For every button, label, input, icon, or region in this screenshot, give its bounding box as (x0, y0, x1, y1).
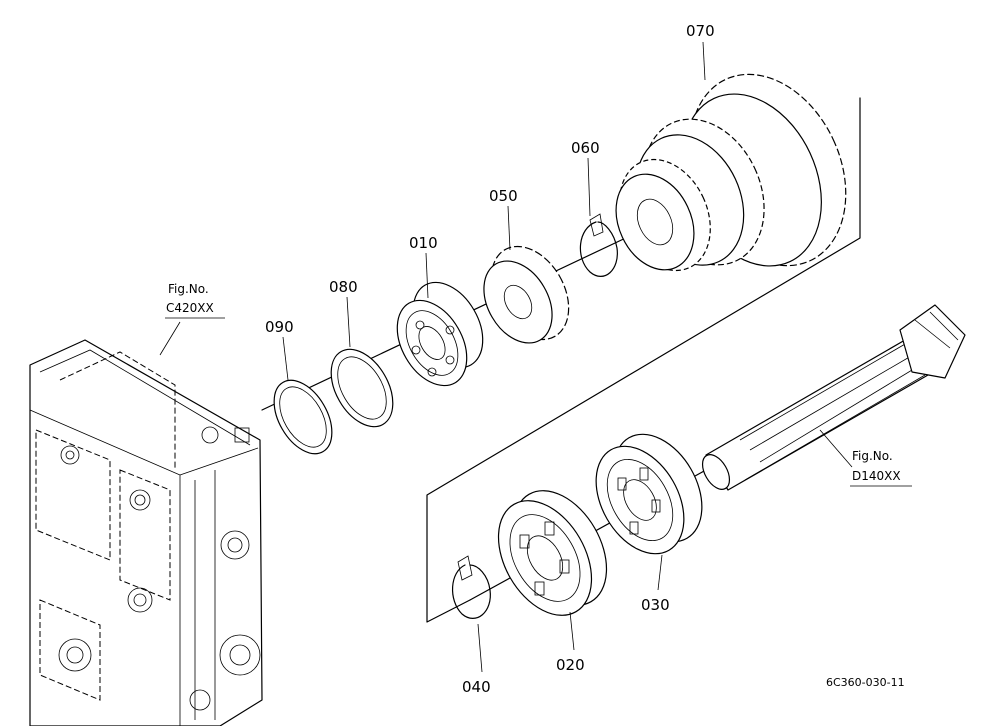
ref-shaft: Fig.No. D140XX (850, 449, 912, 487)
ref-housing: Fig.No. C420XX (165, 282, 225, 319)
label-050: 050 (489, 187, 518, 205)
ref-shaft-line1: Fig.No. (852, 449, 893, 463)
part-020-bearing (497, 490, 608, 616)
group-frame (426, 97, 861, 623)
ref-shaft-line2: D140XX (852, 469, 901, 483)
label-030: 030 (641, 596, 670, 614)
label-040: 040 (462, 678, 491, 696)
part-shaft (701, 304, 966, 491)
part-060-snap-ring (579, 213, 618, 277)
label-090: 090 (265, 318, 294, 336)
drawing-code: 6C360-030-11 (826, 676, 905, 689)
transmission-housing (29, 339, 263, 726)
part-050-gear (483, 245, 570, 344)
label-010: 010 (409, 234, 438, 252)
part-010-bearing (396, 281, 484, 387)
ref-housing-line1: Fig.No. (168, 282, 209, 296)
label-070: 070 (686, 22, 715, 40)
label-060: 060 (571, 139, 600, 157)
part-030-bearing (595, 433, 703, 555)
part-080-ring (330, 348, 394, 428)
part-070-gear-cluster (615, 73, 847, 272)
ref-housing-line2: C420XX (166, 301, 214, 315)
part-090-washer (273, 379, 333, 455)
part-040-snap-ring (451, 555, 491, 619)
leader-lines (159, 41, 853, 673)
label-020: 020 (556, 656, 585, 674)
label-080: 080 (329, 278, 358, 296)
